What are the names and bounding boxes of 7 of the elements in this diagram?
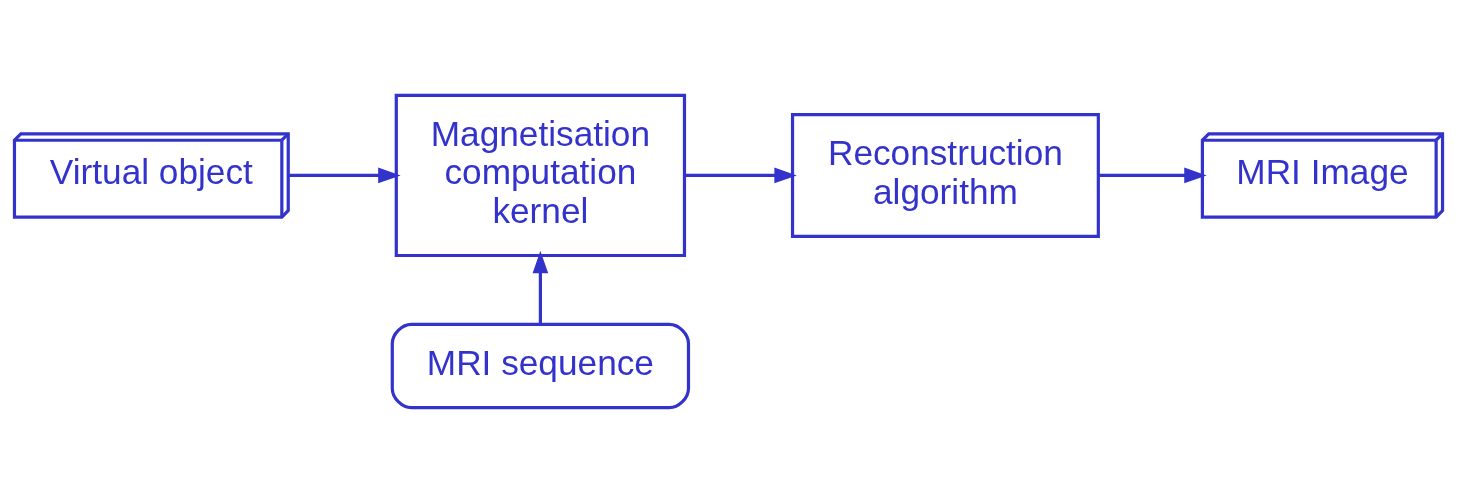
node-box: Magnetisation computation kernel xyxy=(394,93,687,258)
arrow xyxy=(532,250,549,325)
node-box: Reconstruction algorithm xyxy=(790,113,1100,238)
arrow xyxy=(684,167,797,184)
arrow xyxy=(288,167,401,184)
arrow xyxy=(1098,167,1207,184)
node-box: MRI sequence xyxy=(390,322,691,410)
